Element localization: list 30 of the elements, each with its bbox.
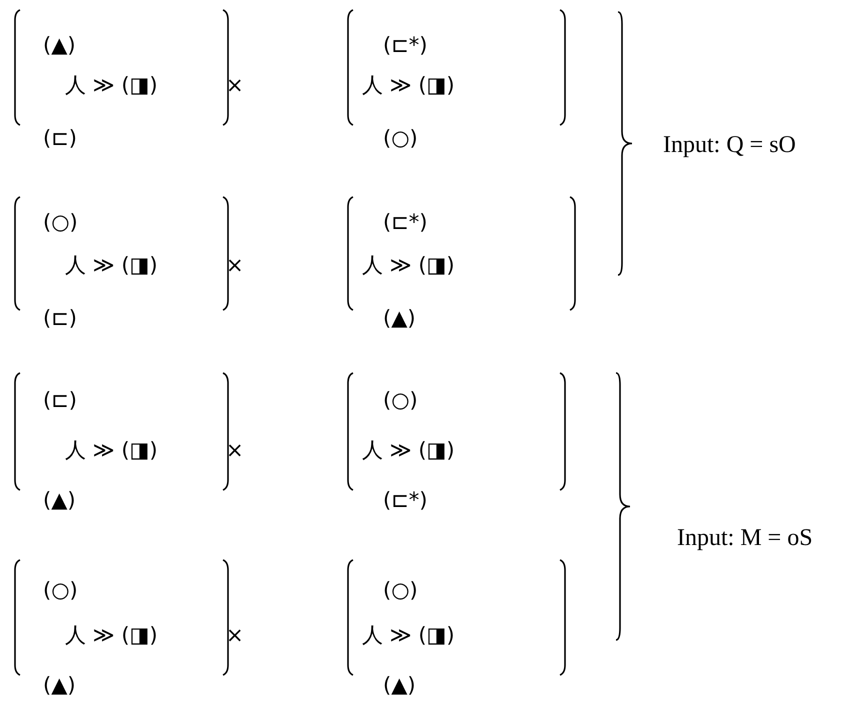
symbol-label: (▲) [43, 487, 76, 513]
relation-expression: 人 ≫ (◨) [65, 437, 158, 463]
symbol-label: (○) [43, 577, 78, 603]
multiplication-sign: × [226, 437, 244, 463]
input-label: Input: Q = sO [663, 131, 796, 159]
multiplication-sign: × [226, 72, 244, 98]
symbol-label: (▲) [383, 672, 416, 698]
multiplication-sign: × [226, 252, 244, 278]
symbol-label: (○) [383, 125, 418, 151]
symbol-label: (▲) [43, 32, 76, 58]
symbol-label: (▲) [43, 672, 76, 698]
relation-expression: 人 ≫ (◨) [362, 622, 455, 648]
input-label: Input: M = oS [677, 524, 813, 552]
symbol-label: (⊏) [43, 125, 77, 151]
symbol-label: (○) [43, 209, 78, 235]
symbol-label: (⊏*) [383, 32, 428, 58]
symbol-label: (○) [383, 577, 418, 603]
relation-expression: 人 ≫ (◨) [362, 437, 455, 463]
relation-expression: 人 ≫ (◨) [65, 252, 158, 278]
relation-expression: 人 ≫ (◨) [362, 252, 455, 278]
symbol-label: (⊏*) [383, 209, 428, 235]
symbol-label: (⊏) [43, 305, 77, 331]
symbol-label: (⊏) [43, 387, 77, 413]
symbol-label: (⊏*) [383, 487, 428, 513]
relation-expression: 人 ≫ (◨) [65, 622, 158, 648]
relation-expression: 人 ≫ (◨) [362, 72, 455, 98]
symbol-label: (▲) [383, 305, 416, 331]
symbol-label: (○) [383, 387, 418, 413]
multiplication-sign: × [226, 622, 244, 648]
relation-expression: 人 ≫ (◨) [65, 72, 158, 98]
